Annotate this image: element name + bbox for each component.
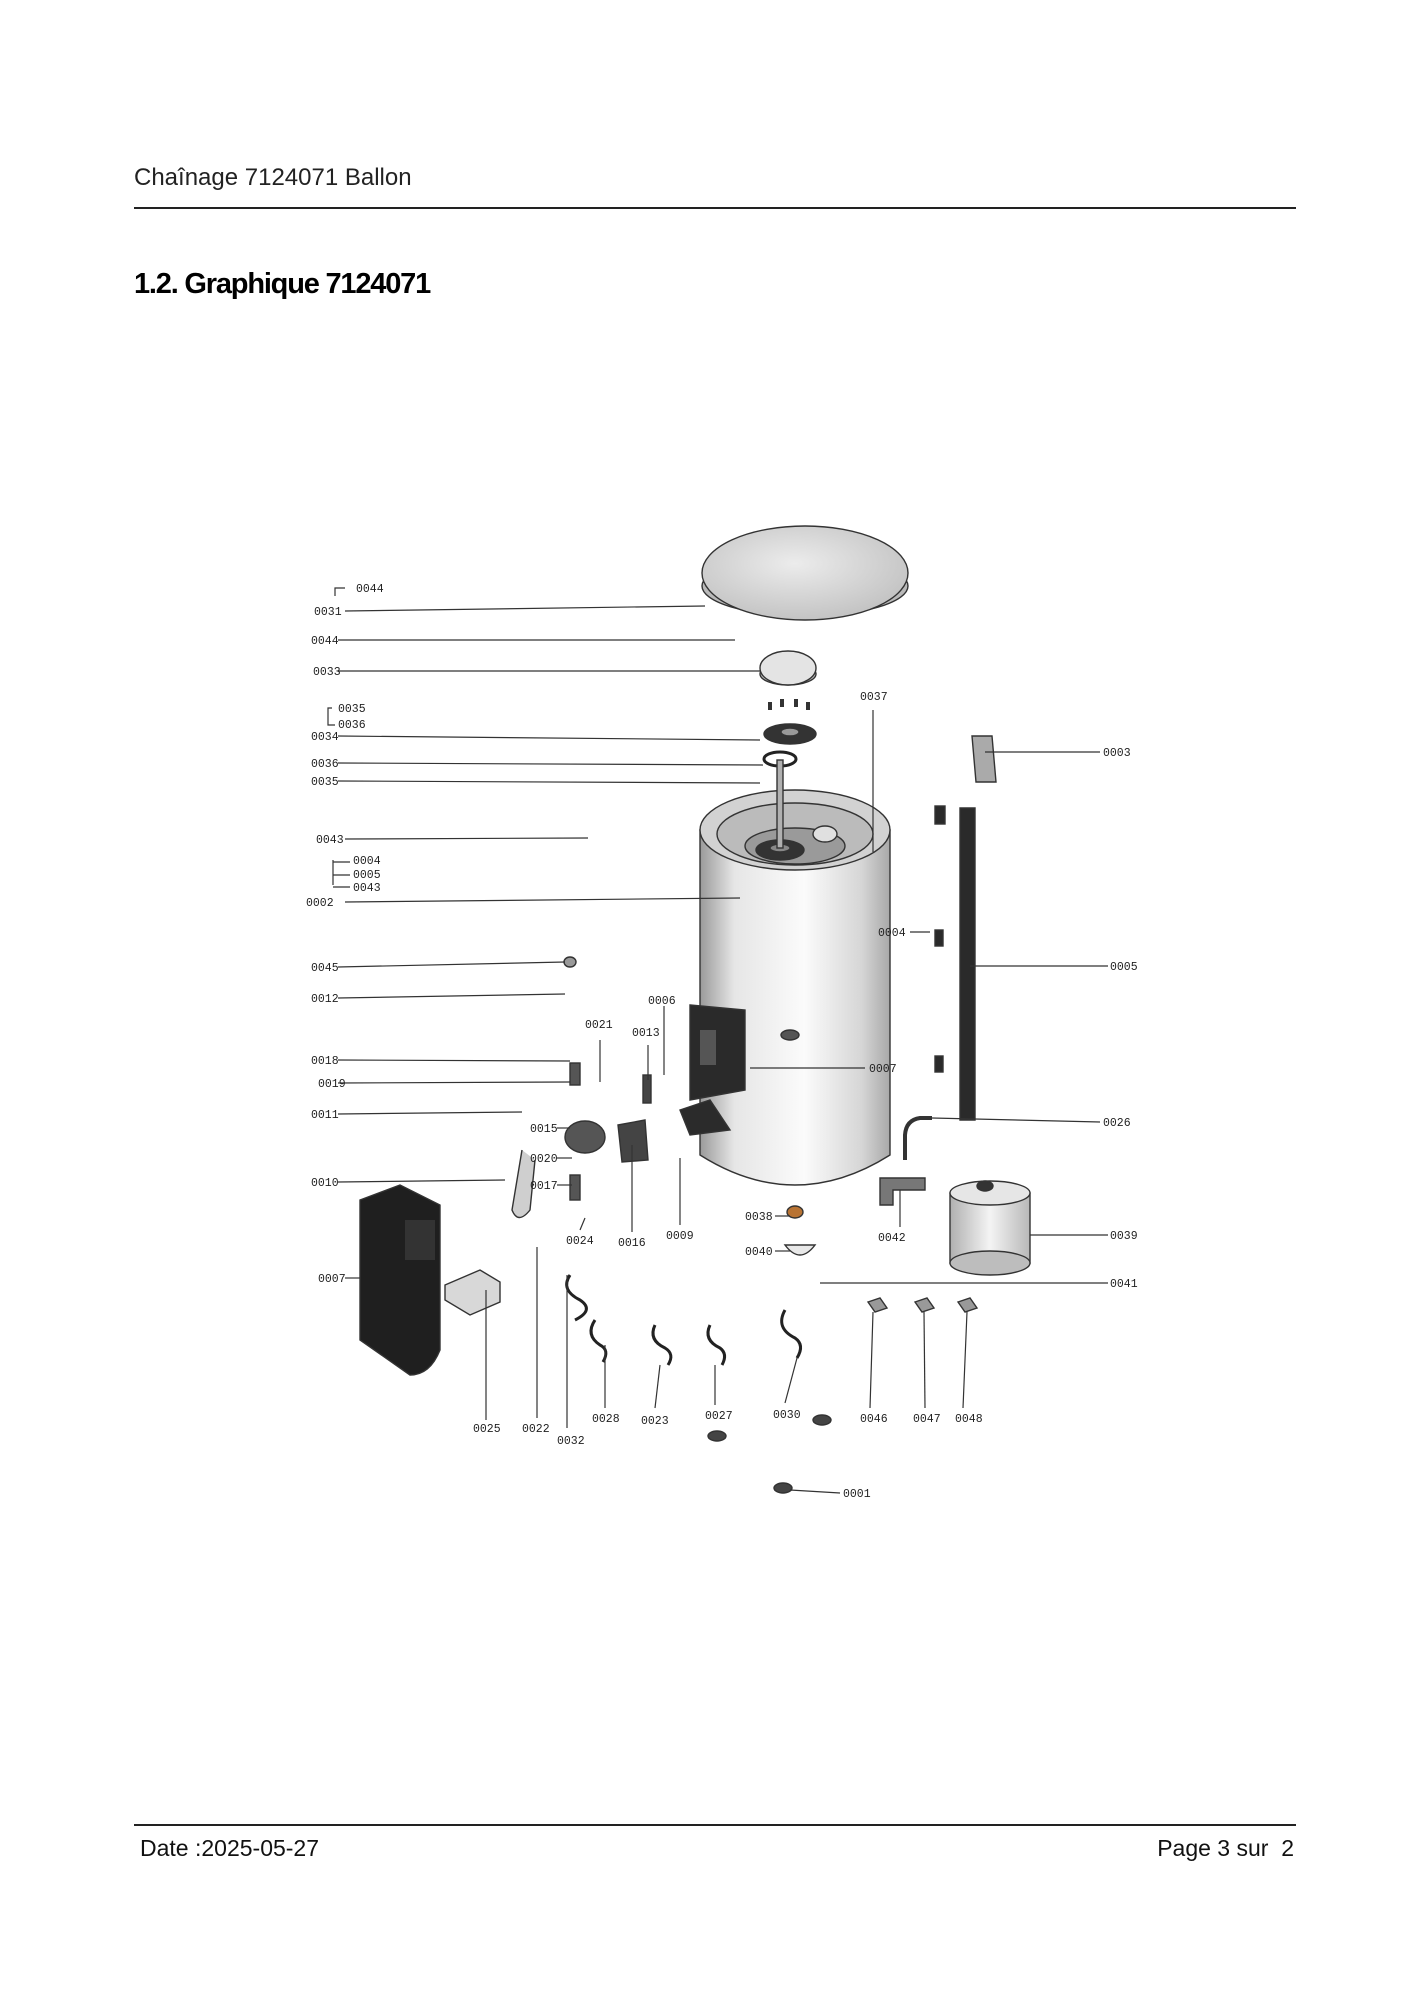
callout-label: 0035 [338,703,366,716]
callout-label: 0025 [473,1423,501,1436]
callout-label: 0047 [913,1413,941,1426]
callout-label: 0021 [585,1019,613,1032]
cable-0023 [651,1324,673,1366]
valve-group [617,1119,649,1163]
callout-label: 0028 [592,1413,620,1426]
callout-label: 0024 [566,1235,594,1248]
part-drawings [359,525,1031,1494]
cable-0030 [780,1309,802,1359]
callout-label: 0016 [618,1237,646,1250]
clip-0046 [866,1297,889,1313]
tank-body [699,829,891,1186]
callout-label: 0033 [313,666,341,679]
callout-label: 0013 [632,1027,660,1040]
side-trim [959,807,976,1121]
tube-part [511,1149,536,1219]
callout-label: 0034 [311,731,339,744]
callout-label: 0026 [1103,1117,1131,1130]
callout-label: 0012 [311,993,339,1006]
callout-label: 0044 [356,583,384,596]
callout-label: 0015 [530,1123,558,1136]
callout-label: 0004 [878,927,906,940]
callout-label: 0039 [1110,1230,1138,1243]
document-header-title: Chaînage 7124071 Ballon [134,164,412,191]
callout-labels: 0044 0031 0044 0033 0035 0036 0034 0036 … [306,583,1138,1501]
callout-label: 0032 [557,1435,585,1448]
callout-label: 0044 [311,635,339,648]
callout-label: 0036 [311,758,339,771]
callout-label: 0002 [306,897,334,910]
callout-label: 0043 [353,882,381,895]
callout-label: 0007 [318,1273,346,1286]
callout-label: 0038 [745,1211,773,1224]
cable-0027 [706,1324,727,1366]
callout-label: 0043 [316,834,344,847]
anode-rod [776,759,784,849]
part-0040 [783,1244,817,1256]
callout-label: 0036 [338,719,366,732]
callout-label: 0004 [353,855,381,868]
cable-0028 [589,1319,608,1363]
callout-label: 0001 [843,1488,871,1501]
callout-label: 0009 [666,1230,694,1243]
callout-label: 0010 [311,1177,339,1190]
cable-0032 [565,1274,588,1322]
callout-label: 0022 [522,1423,550,1436]
callout-label: 0019 [318,1078,346,1091]
part-0038 [786,1205,804,1219]
foot-part [707,1430,727,1442]
callout-label: 0005 [353,869,381,882]
callout-label: 0048 [955,1413,983,1426]
leader-lines [327,587,1108,1494]
foot-0001 [773,1482,793,1494]
callout-label: 0041 [1110,1278,1138,1291]
callout-label: 0031 [314,606,342,619]
callout-label: 0003 [1103,747,1131,760]
callout-label: 0042 [878,1232,906,1245]
top-cover [701,525,909,621]
section-heading: 1.2. Graphique 7124071 [134,268,431,300]
callout-label: 0018 [311,1055,339,1068]
callout-label: 0020 [530,1153,558,1166]
rating-plate [971,735,997,783]
clip-0048 [956,1297,979,1313]
front-plate [689,1004,746,1101]
callout-label: 0011 [311,1109,339,1122]
callout-label: 0017 [530,1180,558,1193]
callout-label: 0037 [860,691,888,704]
callout-label: 0045 [311,962,339,975]
callout-label: 0007 [869,1063,897,1076]
control-cover [359,1184,441,1376]
callout-label: 0027 [705,1410,733,1423]
footer-date: Date :2025-05-27 [140,1835,320,1861]
callout-label: 0005 [1110,961,1138,974]
control-panel [444,1269,501,1316]
callout-label: 0046 [860,1413,888,1426]
clip-0047 [913,1297,936,1313]
footer-rule [134,1824,1296,1826]
pump-part [564,1120,606,1154]
header-rule [134,207,1296,209]
bracket-part [879,1177,926,1206]
footer-page-number: Page 3 sur 2 [1157,1835,1294,1861]
callout-label: 0035 [311,776,339,789]
callout-label: 0040 [745,1246,773,1259]
callout-label: 0023 [641,1415,669,1428]
pipe-part [903,1116,932,1160]
plug-0045 [563,956,577,968]
callout-label: 0030 [773,1409,801,1422]
valve-part [569,1062,581,1086]
callout-label: 0006 [648,995,676,1008]
